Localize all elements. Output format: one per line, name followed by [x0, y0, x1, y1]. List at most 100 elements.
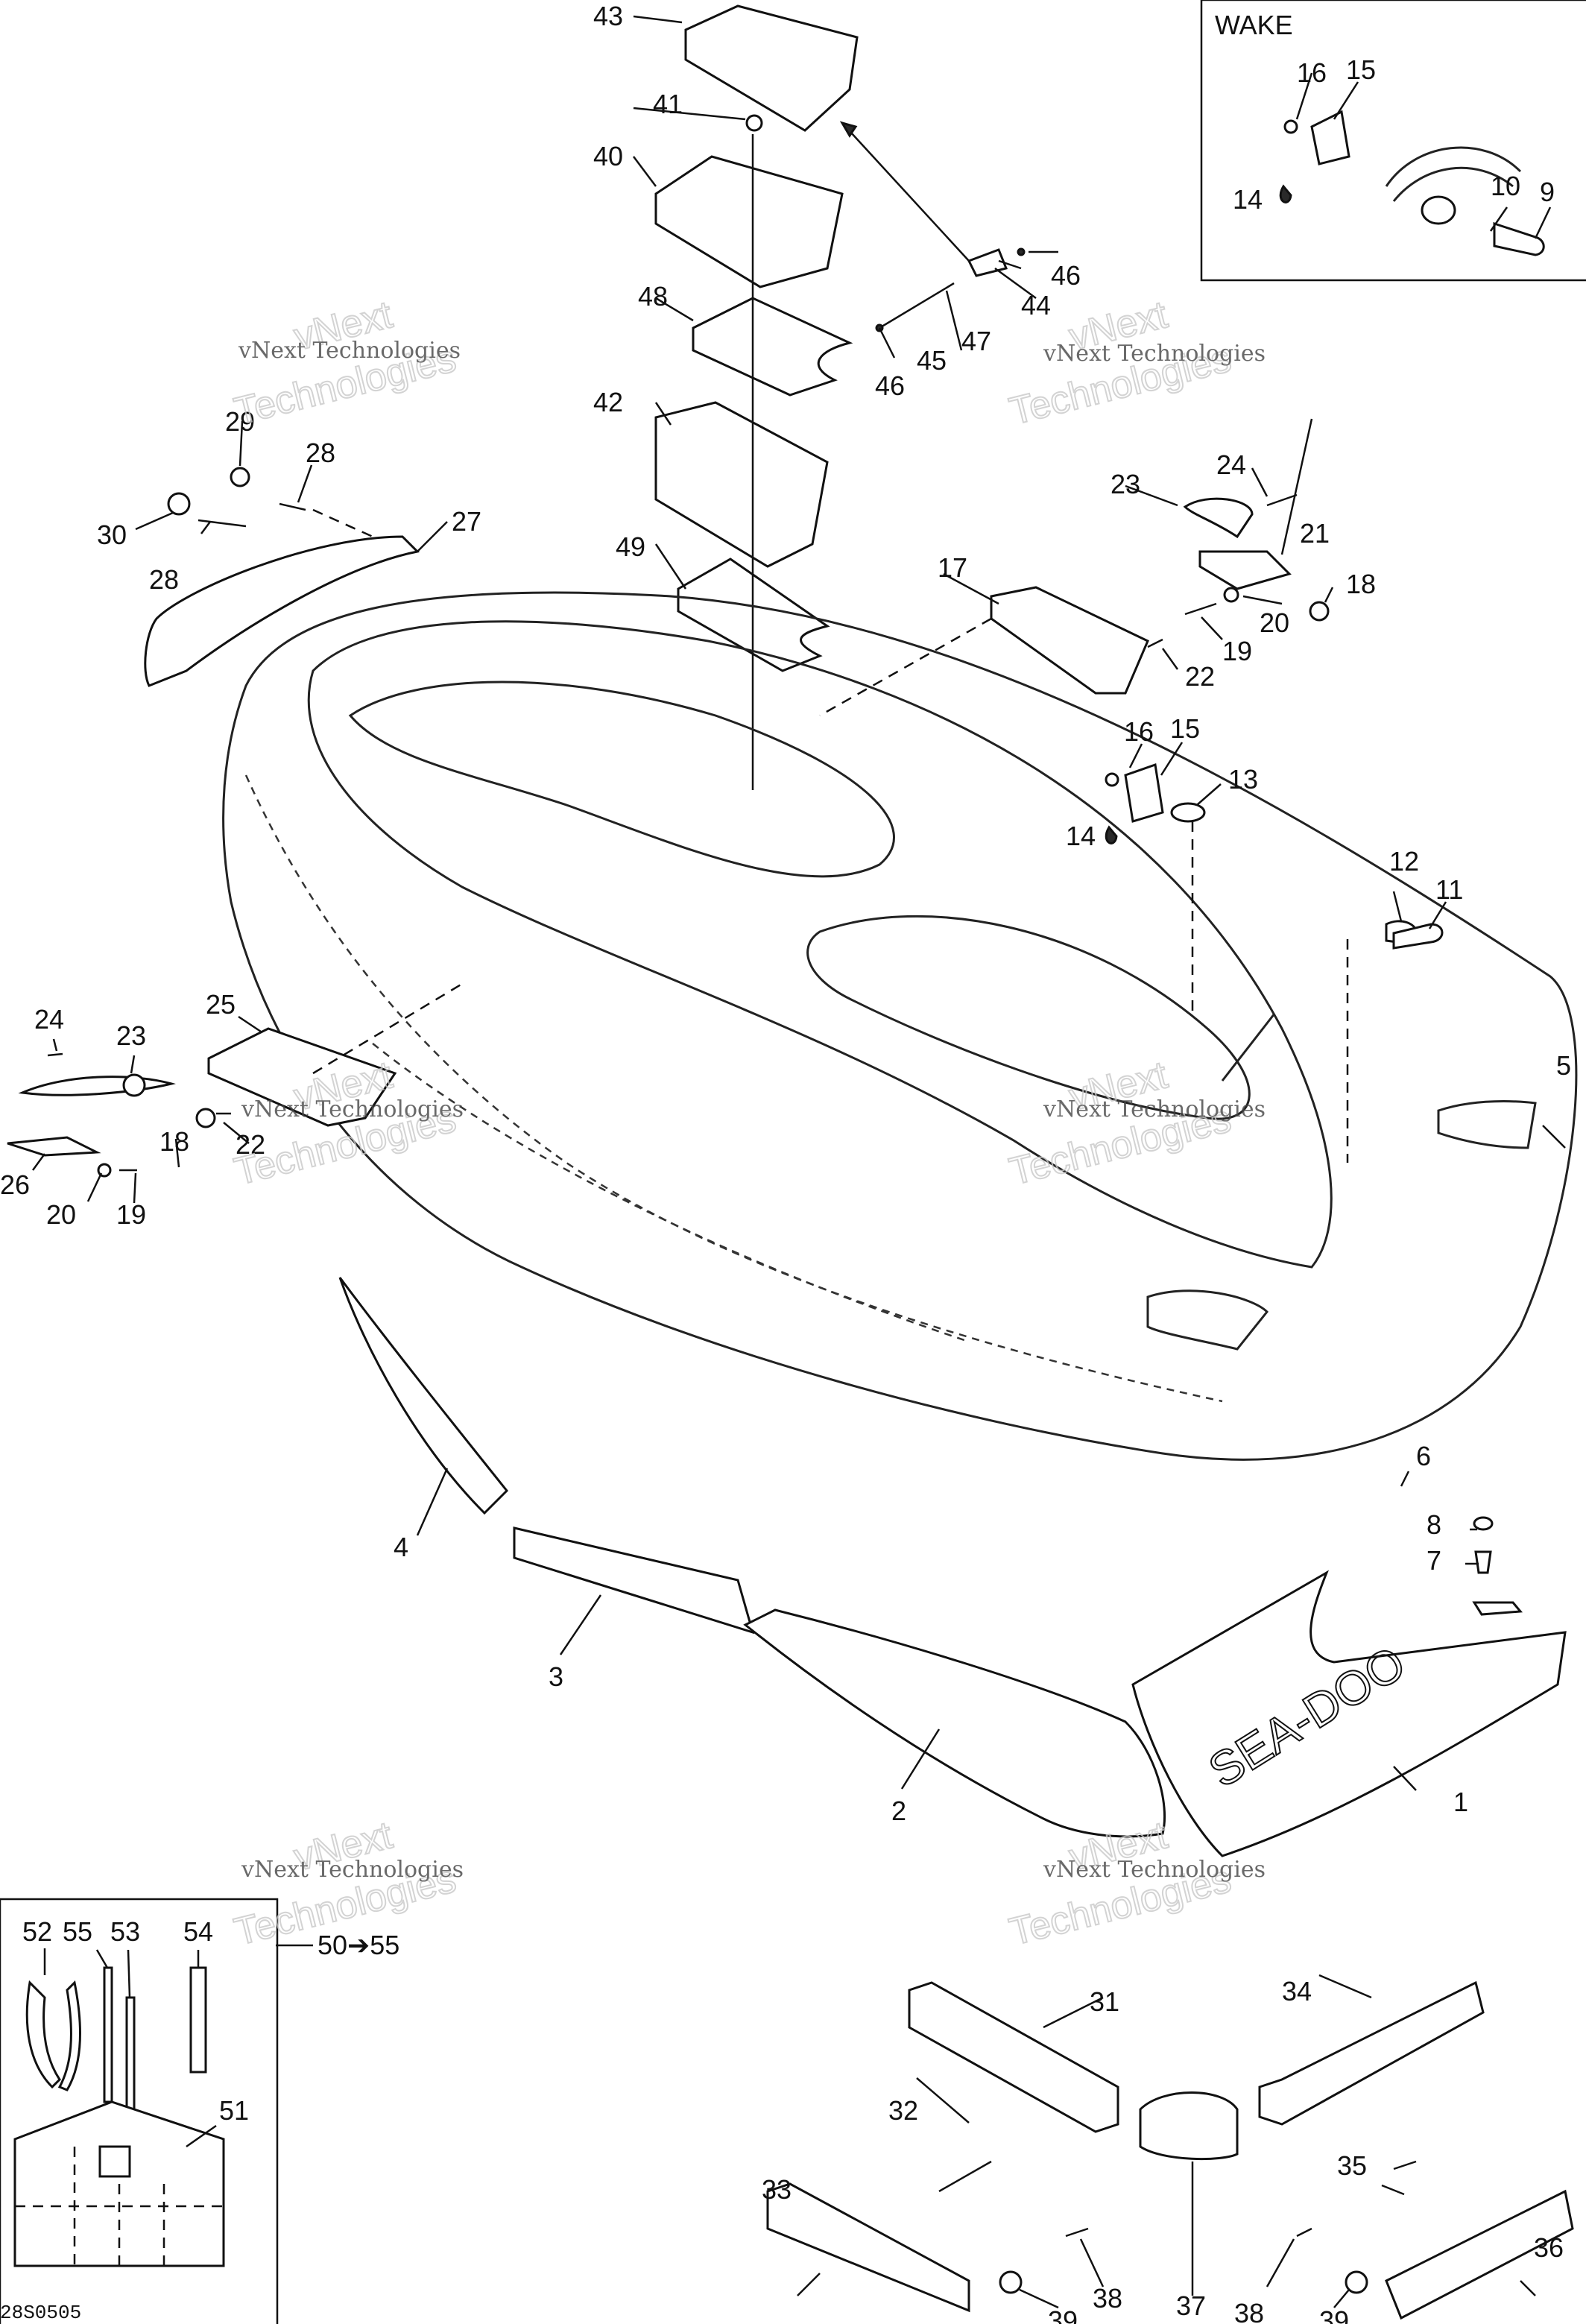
wake-grommet	[1421, 195, 1456, 225]
screwdriver-55	[103, 1966, 113, 2103]
clip-7-base	[1472, 1601, 1523, 1616]
callout-40: 40	[593, 141, 623, 171]
bumper-rail-assembly: 31 34 32 33 35 36 37 38 38 39 39	[762, 1974, 1574, 2324]
callout-49: 49	[616, 531, 645, 562]
cover-26	[7, 1136, 101, 1157]
rail-31	[908, 1981, 1119, 2133]
callout-16a: 16	[1297, 57, 1327, 88]
kit-range-label: 50➔55	[317, 1930, 399, 1960]
callout-24b: 24	[34, 1004, 64, 1035]
deck-outline	[307, 620, 1333, 1269]
tool-bag-pockets	[15, 2147, 224, 2266]
callout-38a: 38	[1093, 2283, 1122, 2314]
mat-4	[338, 1277, 509, 1515]
rail-34	[1258, 1980, 1485, 2126]
callout-27: 27	[452, 506, 481, 537]
tool-bag-logo	[98, 2145, 131, 2178]
watermark-1: vNext Technologies	[238, 338, 461, 364]
callout-15b: 15	[1170, 713, 1200, 744]
hull-outline	[222, 591, 1578, 1461]
drop-icon-14b	[1105, 825, 1118, 844]
callout-41: 41	[653, 89, 683, 119]
engine-hatch-hint	[1221, 1013, 1276, 1082]
callout-2: 2	[891, 1796, 906, 1826]
callout-52: 52	[22, 1916, 52, 1947]
right-vent-leaders	[943, 418, 1334, 670]
rear-step-5	[1437, 1100, 1537, 1149]
mat-assembly: SEA-DOO 4 3 2 1 5 6 8 7	[338, 1050, 1571, 1857]
callout-37: 37	[1176, 2290, 1206, 2321]
hull-hidden-line-1	[244, 774, 1223, 1403]
callout-16b: 16	[1124, 716, 1154, 747]
callout-12: 12	[1389, 846, 1419, 877]
callout-47: 47	[961, 326, 991, 356]
nut-16b	[1105, 772, 1119, 787]
callout-53: 53	[110, 1916, 140, 1947]
wake-nut	[1283, 119, 1298, 134]
bracket-dashes	[1191, 821, 1349, 1163]
rear-step-6	[1146, 1289, 1269, 1351]
cover-21	[1198, 550, 1292, 590]
callout-18a: 18	[1346, 569, 1376, 599]
cover-23b-center	[122, 1073, 146, 1097]
right-vent-assembly: 17 23 24 21 18 20 19 22	[819, 418, 1376, 717]
callout-7: 7	[1427, 1545, 1441, 1576]
hull-deck	[222, 591, 1578, 1461]
fastener-7	[1474, 1550, 1492, 1574]
bracket-leaders	[1128, 742, 1447, 929]
trim-33	[766, 2182, 970, 2313]
mat-2	[743, 1608, 1166, 1838]
callout-11: 11	[1435, 874, 1463, 905]
callout-26: 26	[0, 1169, 30, 1200]
arrow-head	[839, 121, 858, 138]
tool-kit-frame	[0, 1898, 279, 2324]
wake-inset-title: WAKE	[1215, 10, 1293, 40]
callout-39b: 39	[1319, 2305, 1349, 2324]
rivets-32-35-38	[938, 2160, 1417, 2238]
callout-20a: 20	[1260, 607, 1289, 638]
arrow-latch-to-cover	[841, 122, 970, 262]
wake-inset-frame	[1200, 0, 1586, 282]
cap-8	[1473, 1516, 1494, 1531]
callout-42: 42	[593, 387, 623, 417]
callout-23b: 23	[116, 1020, 146, 1051]
rail-leaders	[797, 1974, 1536, 2309]
callout-9: 9	[1540, 177, 1555, 207]
mat-3	[513, 1526, 755, 1635]
storage-rim-part	[654, 155, 844, 288]
callout-23a: 23	[1110, 469, 1140, 499]
callout-14b: 14	[1066, 821, 1096, 851]
callout-20b: 20	[46, 1199, 76, 1230]
callout-8: 8	[1427, 1509, 1441, 1540]
callout-5: 5	[1556, 1050, 1571, 1081]
callout-46a: 46	[1051, 260, 1081, 291]
cover-23a	[1183, 497, 1254, 539]
storage-cover-part	[684, 4, 859, 132]
callout-44: 44	[1021, 290, 1051, 321]
callout-32: 32	[888, 2095, 918, 2126]
callout-3: 3	[549, 1661, 563, 1692]
bin-42-part	[654, 401, 829, 568]
grab-handle-assembly: 27 29 28 30 28	[97, 406, 481, 687]
grab-handle-27	[144, 535, 420, 687]
cap-39a	[999, 2270, 1023, 2294]
right-vent-screws	[1147, 493, 1298, 648]
callout-46b: 46	[875, 370, 905, 401]
cap-39b	[1345, 2270, 1368, 2294]
wake-inset: WAKE 16 15 14 10 9	[1200, 0, 1586, 282]
cover-23b	[18, 1076, 176, 1096]
callout-31: 31	[1090, 1986, 1119, 2017]
bracket-15b	[1124, 762, 1164, 823]
wake-leaders	[1295, 72, 1552, 239]
callout-36: 36	[1534, 2232, 1564, 2263]
callout-24a: 24	[1216, 449, 1246, 480]
watermark-2: vNext Technologies	[1043, 341, 1266, 367]
wake-drop-icon	[1279, 184, 1292, 203]
callout-33: 33	[762, 2174, 792, 2205]
callout-25: 25	[206, 989, 236, 1020]
corner-37	[1139, 2091, 1239, 2161]
callout-22a: 22	[1185, 661, 1215, 692]
cap-18b	[195, 1108, 216, 1128]
pin-46b	[1017, 247, 1026, 256]
left-vent-screws	[47, 1052, 231, 1172]
